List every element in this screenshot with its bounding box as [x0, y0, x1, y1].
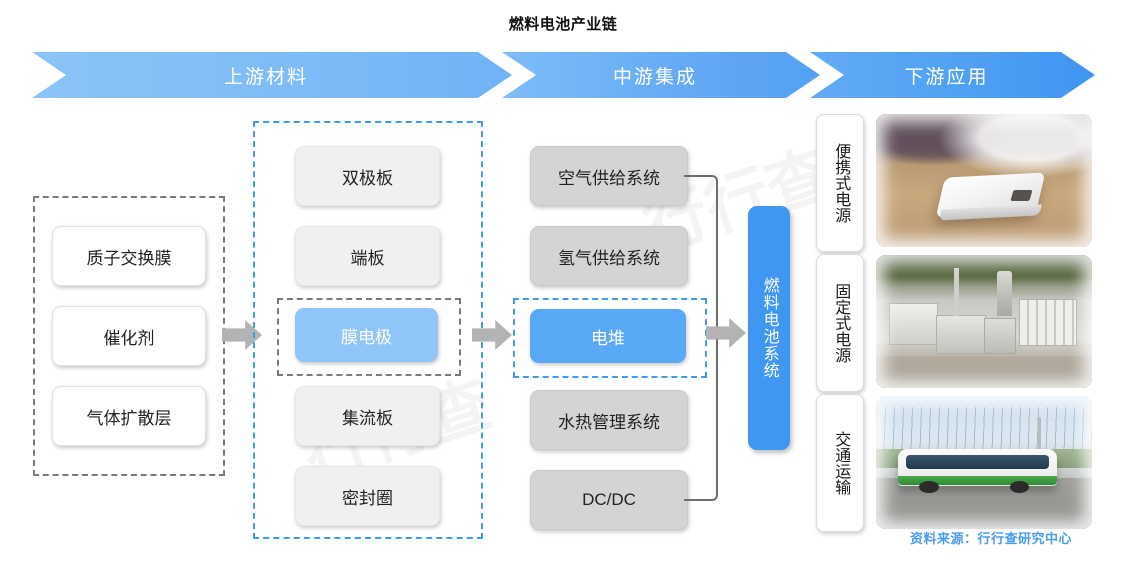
banner-midstream-label: 中游集成 [612, 66, 697, 88]
plant-pipe [953, 268, 960, 317]
node-bipolar-plate[interactable]: 双极板 [295, 146, 440, 206]
node-current-collector-plate[interactable]: 集流板 [295, 386, 440, 446]
node-label: 膜电极 [341, 327, 392, 347]
photo-transportation [876, 396, 1092, 529]
node-membrane-electrode-assembly[interactable]: 膜电极 [295, 308, 438, 362]
node-dcdc-converter[interactable]: DC/DC [530, 470, 688, 530]
node-label: 质子交换膜 [86, 248, 172, 268]
node-gas-diffusion-layer[interactable]: 气体扩散层 [52, 386, 206, 446]
membrane-electrode-highlight-box [277, 298, 461, 376]
node-label: 电堆 [591, 328, 625, 348]
node-label: DC/DC [582, 490, 636, 509]
banner-downstream-label: 下游应用 [904, 66, 989, 88]
node-label: 集流板 [342, 408, 393, 428]
photo-stationary-power [876, 255, 1092, 388]
node-fuel-cell-stack[interactable]: 电堆 [530, 309, 686, 363]
page-title: 燃料电池产业链 [508, 16, 618, 33]
node-end-plate[interactable]: 端板 [295, 226, 440, 286]
fuel-cell-system-bar[interactable]: 燃料电池系统 [748, 206, 790, 450]
application-label: 便携式电源 [832, 143, 850, 223]
node-sealing-ring[interactable]: 密封圈 [295, 466, 440, 526]
plant-building [936, 314, 986, 355]
plant-ground [876, 356, 1092, 388]
node-water-thermal-management-system[interactable]: 水热管理系统 [530, 390, 688, 450]
application-label-portable-power[interactable]: 便携式电源 [816, 114, 864, 252]
banner-midstream: 中游集成 [502, 52, 820, 98]
application-label-transportation[interactable]: 交通运输 [816, 394, 864, 532]
node-label: 密封圈 [342, 488, 393, 508]
plant-stack [996, 270, 1013, 317]
node-label: 水热管理系统 [558, 412, 660, 432]
bus-wheel [919, 481, 939, 494]
plant-building [984, 317, 1017, 355]
plant-cell-array [1018, 298, 1077, 347]
fuel-cell-system-label: 燃料电池系统 [760, 277, 778, 379]
application-label: 交通运输 [832, 431, 850, 495]
bus-wheel [1009, 481, 1030, 494]
overhead-wires [876, 406, 1092, 452]
photo-portable-power [876, 114, 1092, 247]
node-label: 端板 [350, 248, 385, 268]
application-label: 固定式电源 [832, 283, 850, 363]
node-label: 气体扩散层 [86, 408, 172, 428]
banner-upstream: 上游材料 [32, 52, 512, 98]
node-label: 催化剂 [103, 328, 155, 348]
application-label-stationary-power[interactable]: 固定式电源 [816, 254, 864, 392]
node-catalyst[interactable]: 催化剂 [52, 306, 206, 366]
usb-port [1010, 189, 1034, 201]
node-label: 双极板 [342, 168, 393, 188]
road-surface [876, 478, 1092, 529]
node-air-supply-system[interactable]: 空气供给系统 [530, 146, 688, 206]
source-note: 资料来源：行行查研究中心 [909, 531, 1072, 546]
node-proton-exchange-membrane[interactable]: 质子交换膜 [52, 226, 206, 286]
bus-green-stripe [897, 475, 1058, 486]
banner-downstream: 下游应用 [810, 52, 1095, 98]
plant-building [888, 302, 939, 345]
banner-upstream-label: 上游材料 [223, 66, 308, 88]
node-label: 空气供给系统 [558, 168, 660, 188]
bus-windows [906, 454, 1049, 470]
node-label: 氢气供给系统 [558, 248, 660, 268]
node-hydrogen-supply-system[interactable]: 氢气供给系统 [530, 226, 688, 286]
